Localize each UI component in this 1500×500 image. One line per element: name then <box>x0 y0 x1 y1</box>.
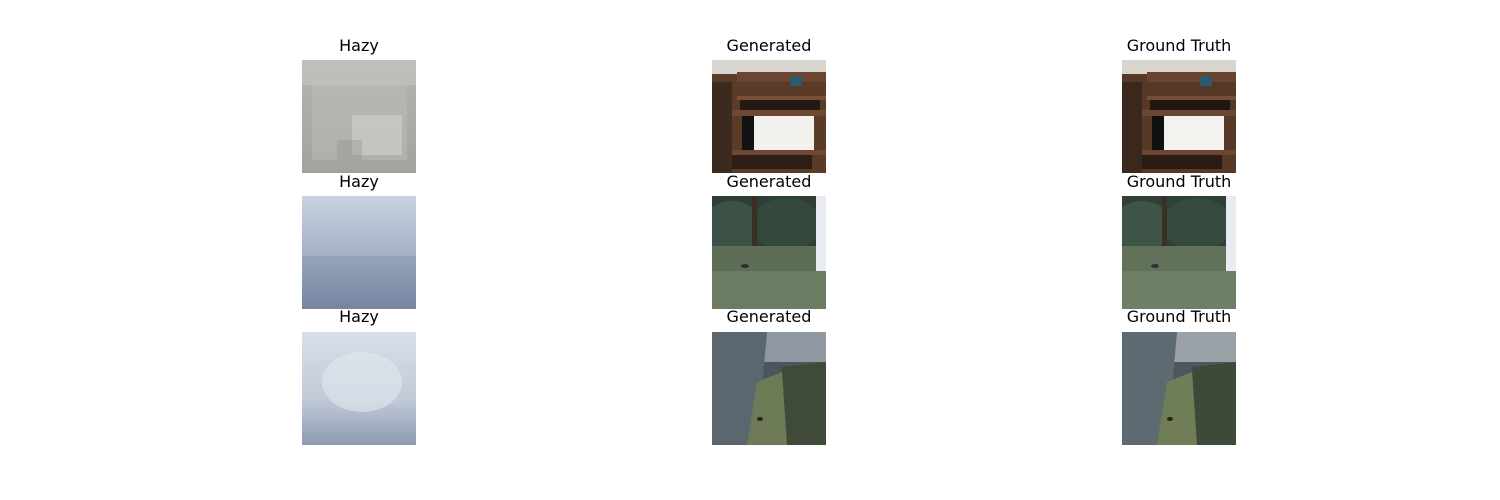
panel-title: Hazy <box>339 36 379 55</box>
panel-title: Generated <box>726 172 812 191</box>
panel-title: Hazy <box>339 172 379 191</box>
ground-truth-garden-path-image <box>1122 332 1236 445</box>
hazy-garden-lawn-image <box>302 196 416 309</box>
generated-garden-path-image <box>712 332 826 445</box>
hazy-indoor-shelves-image <box>302 60 416 173</box>
panel-title: Ground Truth <box>1126 36 1232 55</box>
panel-title: Ground Truth <box>1126 307 1232 326</box>
generated-indoor-shelves-image <box>712 60 826 173</box>
panel-title: Generated <box>726 36 812 55</box>
ground-truth-indoor-shelves-image <box>1122 60 1236 173</box>
panel-title: Ground Truth <box>1126 172 1232 191</box>
panel-title: Generated <box>726 307 812 326</box>
hazy-garden-path-image <box>302 332 416 445</box>
ground-truth-garden-lawn-image <box>1122 196 1236 309</box>
panel-title: Hazy <box>339 307 379 326</box>
generated-garden-lawn-image <box>712 196 826 309</box>
